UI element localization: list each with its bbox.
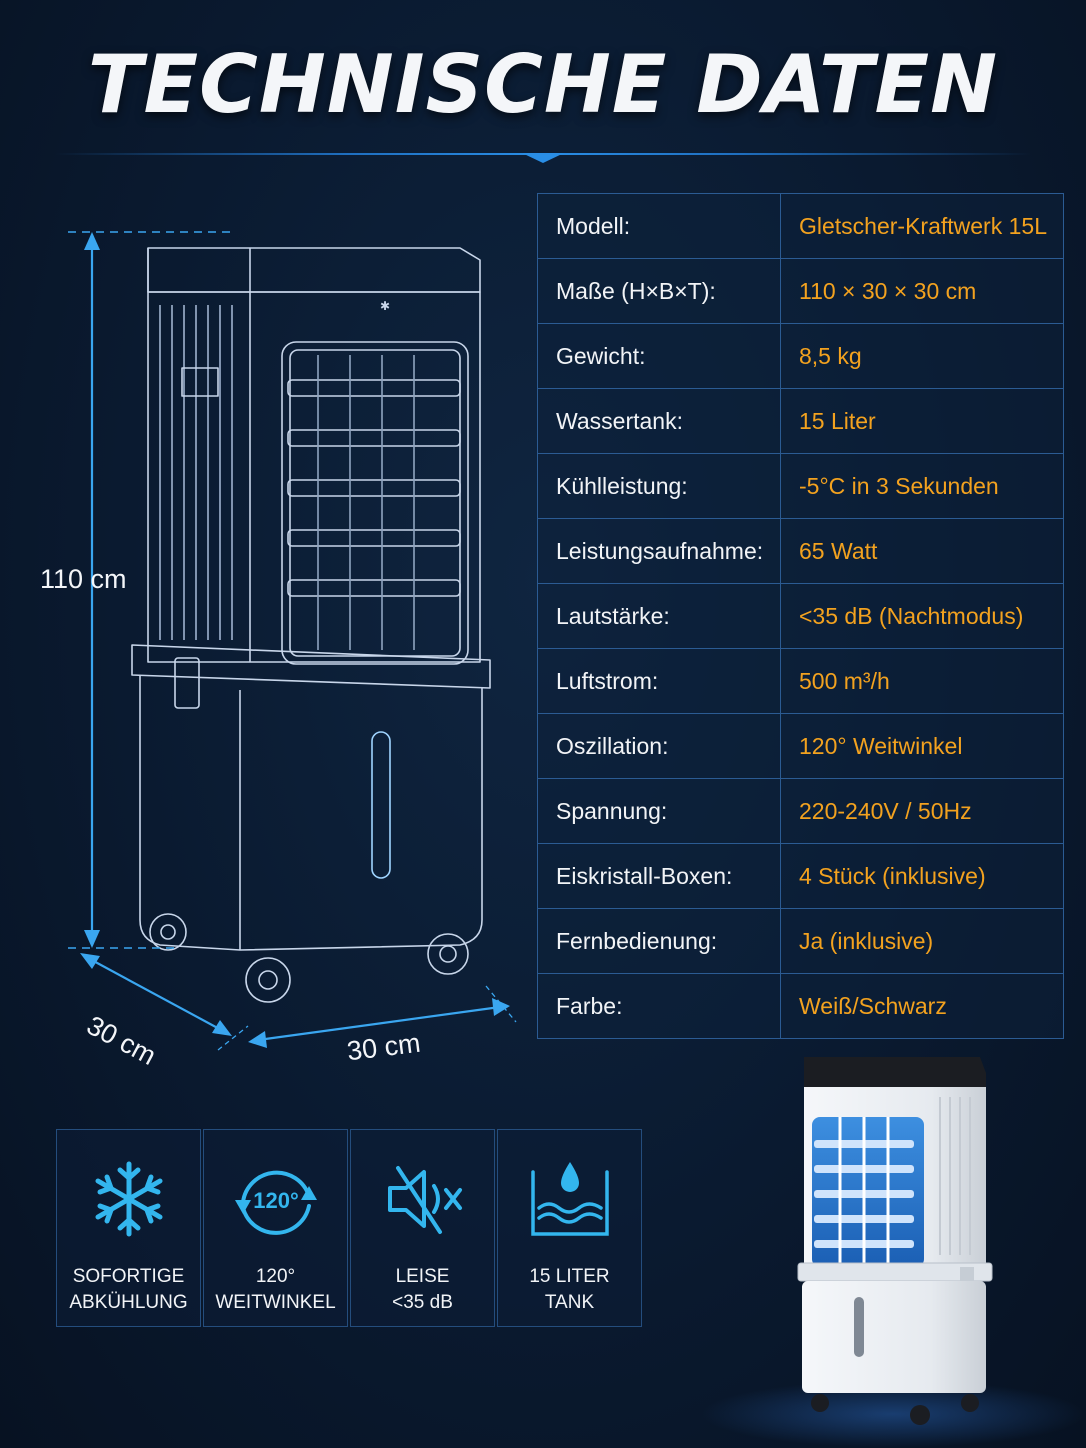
spec-row: Modell: Gletscher-Kraftwerk 15L (538, 194, 1063, 259)
spec-label: Farbe: (538, 974, 781, 1038)
feature-label: SOFORTIGE ABKÜHLUNG (69, 1266, 188, 1313)
svg-text:✱: ✱ (380, 299, 390, 313)
feature-label: 15 LITER TANK (529, 1266, 610, 1313)
page-title: TECHNISCHE DATEN (87, 38, 999, 131)
feature-label: LEISE <35 dB (392, 1266, 453, 1313)
spec-label: Gewicht: (538, 324, 781, 388)
spec-value: -5°C in 3 Sekunden (799, 472, 999, 499)
spec-row: Fernbedienung: Ja (inklusive) (538, 909, 1063, 974)
spec-value: 8,5 kg (799, 342, 862, 369)
oscillation-120-icon: 120° (234, 1170, 317, 1235)
feature-oscillation: 120° 120° WEITWINKEL (203, 1129, 348, 1327)
spec-value: 500 m³/h (799, 667, 890, 694)
spec-label: Leistungsaufnahme: (538, 519, 781, 583)
spec-label: Wassertank: (538, 389, 781, 453)
spec-row: Gewicht: 8,5 kg (538, 324, 1063, 389)
spec-value: 15 Liter (799, 407, 876, 434)
spec-label: Maße (H×B×T): (538, 259, 781, 323)
spec-row: Wassertank: 15 Liter (538, 389, 1063, 454)
spec-label: Modell: (538, 194, 781, 258)
height-dimension-label: 110 cm (40, 564, 127, 594)
spec-value: Weiß/Schwarz (799, 992, 947, 1019)
spec-label: Lautstärke: (538, 584, 781, 648)
spec-value: 120° Weitwinkel (799, 732, 963, 759)
spec-value: 220-240V / 50Hz (799, 797, 972, 824)
feature-instant-cooling: SOFORTIGE ABKÜHLUNG (56, 1129, 201, 1327)
spec-value: 4 Stück (inklusive) (799, 862, 986, 889)
spec-table: Modell: Gletscher-Kraftwerk 15L Maße (H×B×… (537, 193, 1064, 1039)
spec-row: Oszillation: 120° Weitwinkel (538, 714, 1063, 779)
spec-row: Leistungsaufnahme: 65 Watt (538, 519, 1063, 584)
spec-value: <35 dB (Nachtmodus) (799, 602, 1024, 629)
spec-label: Spannung: (538, 779, 781, 843)
spec-value: Ja (inklusive) (799, 927, 934, 954)
feature-label: 120° WEITWINKEL (215, 1266, 336, 1313)
spec-row: Lautstärke: <35 dB (Nachtmodus) (538, 584, 1063, 649)
dimension-drawing: ✱ 110 cm 30 cm 30 cm (20, 220, 540, 1090)
spec-value: 110 × 30 × 30 cm (799, 277, 977, 304)
product-image (797, 1057, 993, 1425)
spec-value: Gletscher-Kraftwerk 15L (799, 212, 1047, 239)
spec-value: 65 Watt (799, 537, 878, 564)
spec-row: Spannung: 220-240V / 50Hz (538, 779, 1063, 844)
oscillation-icon-text: 120° (253, 1188, 299, 1213)
feature-quiet: LEISE <35 dB (350, 1129, 495, 1327)
spec-label: Fernbedienung: (538, 909, 781, 973)
spec-row: Farbe: Weiß/Schwarz (538, 974, 1063, 1038)
spec-label: Eiskristall-Boxen: (538, 844, 781, 908)
water-tank-icon (530, 1162, 609, 1236)
spec-label: Oszillation: (538, 714, 781, 778)
spec-label: Kühlleistung: (538, 454, 781, 518)
speaker-mute-icon (387, 1166, 462, 1234)
spec-row: Luftstrom: 500 m³/h (538, 649, 1063, 714)
spec-label: Luftstrom: (538, 649, 781, 713)
air-cooler-line-drawing: ✱ (68, 231, 517, 1051)
feature-list: SOFORTIGE ABKÜHLUNG 120° 120° WEITWINKEL… (56, 1129, 644, 1327)
snowflake-icon (95, 1161, 162, 1237)
feature-tank: 15 LITER TANK (497, 1129, 642, 1327)
title-divider-notch (522, 153, 564, 163)
spec-row: Eiskristall-Boxen: 4 Stück (inklusive) (538, 844, 1063, 909)
spec-row: Maße (H×B×T): 110 × 30 × 30 cm (538, 259, 1063, 324)
spec-row: Kühlleistung: -5°C in 3 Sekunden (538, 454, 1063, 519)
